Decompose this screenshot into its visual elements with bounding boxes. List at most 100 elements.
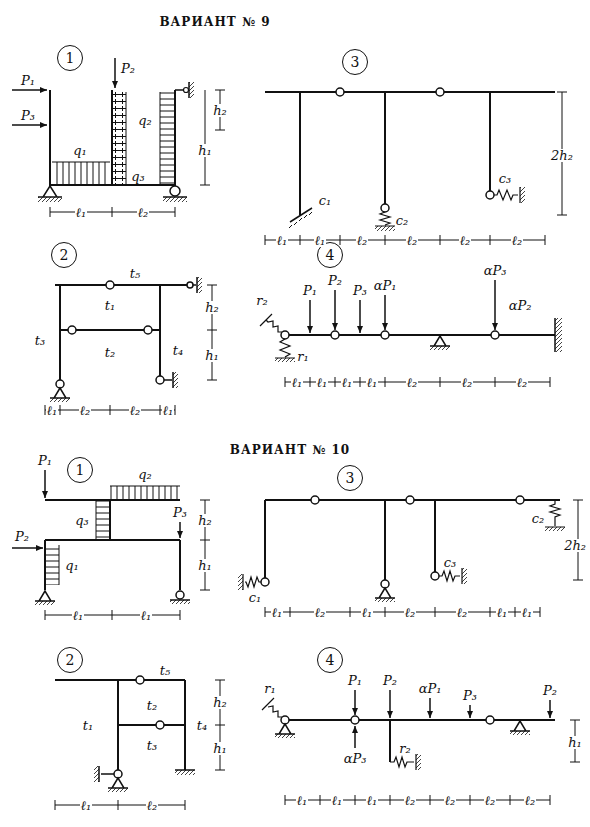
frame-v10-2-part — [94, 766, 99, 782]
symbol-label: q₁ — [64, 559, 80, 572]
beam-v10-4-part — [469, 705, 471, 718]
symbol-label: P₁ — [20, 74, 36, 87]
frame-v10-1-part — [59, 545, 60, 585]
frame-v9-3-part — [336, 88, 344, 96]
frame-v10-3-part — [545, 527, 565, 531]
symbol-label: h₁ — [197, 144, 213, 157]
symbol-label: ℓ₁ — [296, 794, 309, 807]
symbol-label: t₃ — [34, 334, 46, 347]
frame-v10-3-part — [265, 500, 583, 617]
beam-v9-4-part — [491, 331, 499, 339]
beam-v9-4-part — [260, 314, 282, 332]
beam-v10-4-part — [285, 720, 580, 805]
frame-v10-1-part — [110, 486, 180, 487]
frame-v9-2-part — [187, 282, 193, 288]
frame-v9-1-part — [114, 58, 116, 88]
symbol-label: c₂ — [395, 214, 410, 227]
symbol-label: ℓ₁ — [316, 376, 329, 389]
frame-v10-3-part — [311, 496, 319, 504]
symbol-label: h₁ — [567, 736, 583, 749]
symbol-label: ℓ₂ — [356, 234, 369, 247]
frame-v9-2-part — [50, 398, 70, 402]
symbol-label: ℓ₂ — [516, 376, 529, 389]
symbol-label: ℓ₁ — [366, 376, 379, 389]
symbol-label: c₃ — [443, 556, 458, 569]
symbol-label: ℓ₂ — [456, 606, 469, 619]
symbol-label: αP₂ — [508, 299, 533, 312]
symbol-label: t₅ — [129, 267, 141, 280]
symbol-label: P₂ — [14, 530, 30, 543]
frame-v9-1-part — [38, 197, 62, 202]
symbol-label: r₁ — [296, 350, 309, 363]
symbol-label: t₅ — [159, 664, 171, 677]
frame-v10-1-part — [35, 601, 55, 605]
symbol-label: q₃ — [74, 514, 90, 527]
symbol-label: ℓ₂ — [79, 404, 92, 417]
symbol-label: ℓ₂ — [461, 376, 474, 389]
beam-v9-4-part — [275, 358, 295, 362]
beam-v9-4-part — [384, 295, 386, 330]
frame-v10-2-part — [136, 676, 144, 684]
beam-v10-4-part — [275, 734, 295, 738]
symbol-label: P₂ — [120, 62, 136, 75]
symbol-label: c₂ — [531, 512, 546, 525]
beam-v10-4-part — [354, 690, 356, 715]
scheme-number: 4 — [326, 653, 335, 667]
symbol-label: ℓ₂ — [404, 794, 417, 807]
symbol-label: ℓ₁ — [80, 799, 93, 812]
frame-v9-3-part — [375, 226, 395, 231]
symbol-label: ℓ₁ — [331, 794, 344, 807]
frame-v9-2-part — [197, 277, 202, 293]
frame-v9-1-part — [113, 92, 126, 184]
frame-v9-3-part — [436, 88, 444, 96]
beam-v9-4-part — [381, 331, 389, 339]
frame-v10-1-part — [12, 547, 43, 549]
symbol-label: ℓ₁ — [291, 376, 304, 389]
beam-v10-4 — [262, 690, 580, 805]
frame-v9-3-part — [381, 204, 389, 212]
frame-v10-2-part — [55, 680, 185, 770]
frame-v9-1-part — [160, 92, 161, 185]
frame-v9-3 — [265, 88, 567, 245]
symbol-label: h₁ — [197, 559, 213, 572]
beam-v10-4-part — [416, 754, 421, 770]
scheme-number: 2 — [66, 653, 75, 667]
frame-v9-3-part — [265, 92, 555, 215]
frame-v10-2-part — [99, 766, 128, 788]
frame-v10-3-part — [462, 568, 467, 584]
frame-v10-2-part — [55, 680, 225, 810]
frame-v10-2 — [55, 676, 225, 810]
symbol-label: ℓ₁ — [366, 794, 379, 807]
symbol-label: q₂ — [137, 468, 153, 481]
symbol-label: ℓ₁ — [521, 606, 534, 619]
scheme-number-circle: 2 — [51, 242, 77, 268]
frame-v9-1-part — [12, 89, 47, 91]
symbol-label: P₃ — [172, 506, 188, 519]
symbol-label: q₃ — [130, 170, 146, 183]
frame-v9-1-part — [175, 82, 189, 98]
beam-v9-4-part — [430, 336, 450, 346]
symbol-label: ℓ₂ — [444, 794, 457, 807]
frame-v10-3-part — [238, 574, 243, 590]
symbol-label: ℓ₁ — [46, 404, 59, 417]
frame-v10-3-part — [406, 496, 414, 504]
beam-v10-4-part — [429, 698, 431, 718]
scheme-number: 2 — [60, 248, 69, 262]
scheme-number-circle: 1 — [67, 457, 93, 483]
symbol-label: c₁ — [248, 591, 263, 604]
beam-v9-4-part — [494, 280, 496, 330]
frame-v9-1-part — [163, 197, 187, 202]
scheme-number: 1 — [66, 51, 75, 65]
symbol-label: ℓ₂ — [406, 234, 419, 247]
symbol-label: t₄ — [196, 719, 208, 732]
frame-v10-1-part — [45, 500, 180, 590]
beam-v10-4-part — [510, 721, 530, 731]
symbol-label: h₂ — [197, 514, 213, 527]
beam-v10-4-part — [275, 724, 295, 734]
symbol-label: c₃ — [498, 172, 513, 185]
frame-v9-2-part — [68, 326, 76, 334]
symbol-label: P₁ — [302, 284, 318, 297]
symbol-label: q₁ — [72, 144, 88, 157]
symbol-label: αP₃ — [483, 264, 508, 277]
